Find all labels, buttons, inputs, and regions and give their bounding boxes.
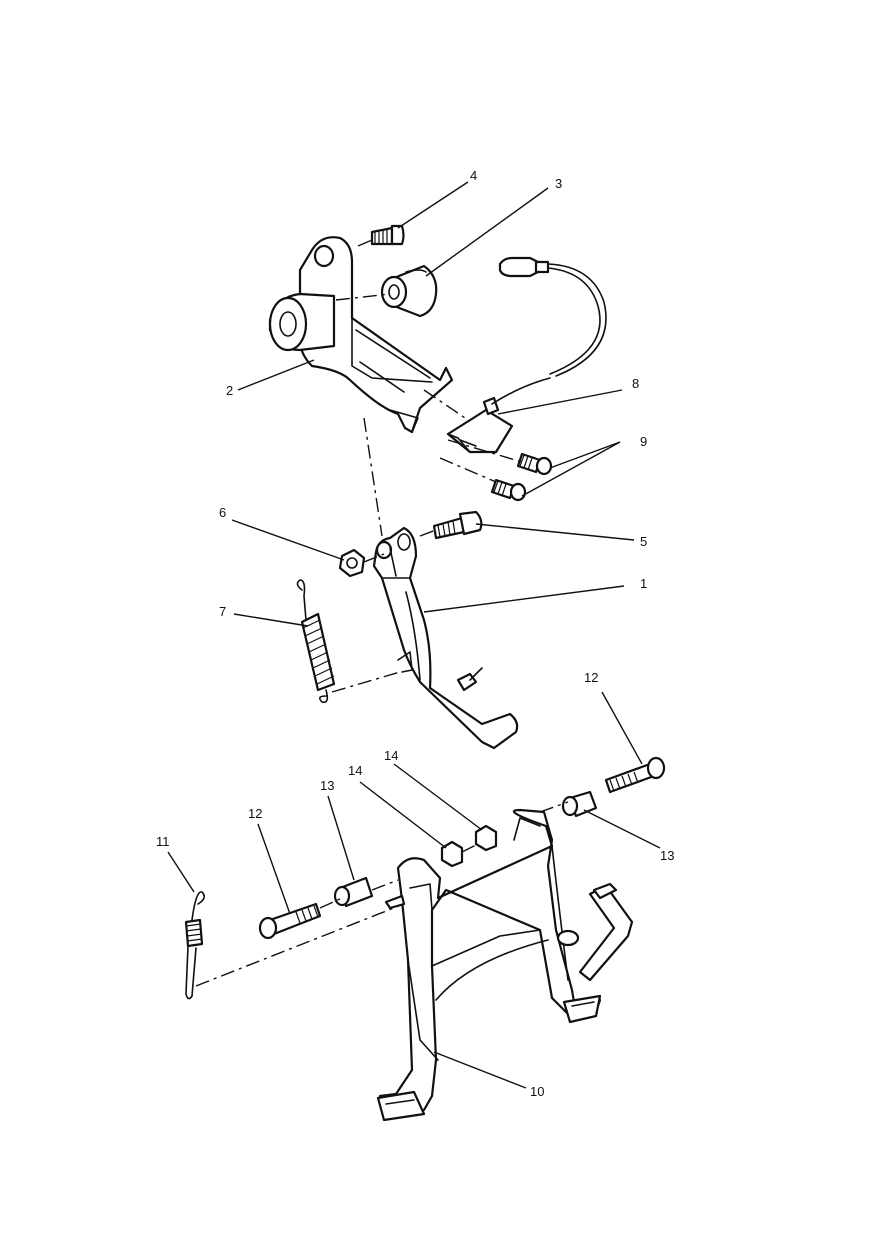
part-4-bolt [370, 224, 405, 246]
part-11-spring [184, 891, 206, 1000]
callout-13-right: 13 [660, 848, 674, 863]
callout-7: 7 [219, 604, 226, 619]
part-13-spacer-right [561, 790, 598, 818]
callout-6: 6 [219, 505, 226, 520]
part-12-bolt-left [258, 902, 322, 940]
callout-11: 11 [156, 834, 170, 849]
part-9-screws [490, 452, 553, 502]
callout-8: 8 [632, 376, 639, 391]
callout-9: 9 [640, 434, 647, 449]
part-2-mounting-bracket [268, 236, 454, 434]
part-3-bush [380, 264, 438, 318]
callout-12-right: 12 [584, 670, 598, 685]
leader-lines [167, 181, 661, 1089]
part-6-nut [338, 548, 366, 578]
callout-14-right: 14 [384, 748, 398, 763]
part-10-centre-stand [376, 808, 634, 1122]
part-12-bolt-right [604, 756, 666, 794]
callout-13-left: 13 [320, 778, 334, 793]
callout-labels: 1 2 3 4 5 6 7 8 9 10 11 12 12 13 13 14 1… [156, 168, 674, 1099]
part-13-spacer-left [333, 876, 374, 908]
part-1-side-stand [372, 526, 519, 750]
callout-10: 10 [530, 1084, 544, 1099]
callout-5: 5 [640, 534, 647, 549]
callout-14-left: 14 [348, 763, 362, 778]
callout-12-left: 12 [248, 806, 262, 821]
callout-3: 3 [555, 176, 562, 191]
part-8-switch [446, 256, 607, 454]
callout-4: 4 [470, 168, 477, 183]
assembly-lines [195, 239, 569, 987]
part-7-spring [296, 579, 336, 704]
callout-2: 2 [226, 383, 233, 398]
part-14-nut-lower [440, 840, 464, 868]
part-5-pivot-bolt [432, 510, 483, 540]
part-14-nut-upper [474, 824, 498, 852]
callout-1: 1 [640, 576, 647, 591]
